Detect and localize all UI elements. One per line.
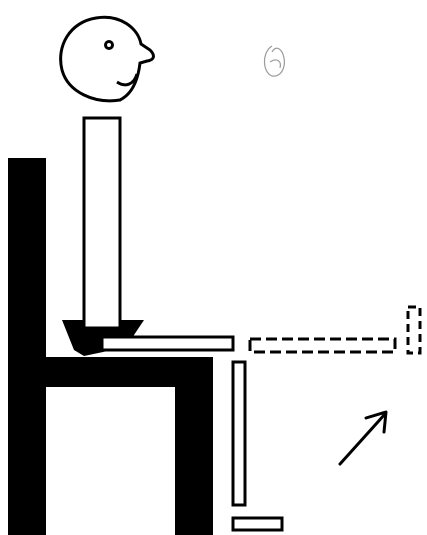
chair-front-leg: [175, 357, 213, 535]
faint-stray-mark: [265, 46, 285, 76]
foot-raised-dashed: [408, 307, 420, 353]
lower-leg-bar: [233, 362, 245, 505]
torso: [84, 118, 120, 328]
foot-bar: [233, 518, 282, 530]
lower-leg-extended-dashed: [250, 339, 395, 352]
chair-backrest: [8, 158, 46, 535]
head-outline: [61, 17, 154, 100]
arrow-up-right-icon: [340, 412, 386, 464]
thigh-bar: [102, 337, 233, 350]
head: [61, 17, 154, 100]
